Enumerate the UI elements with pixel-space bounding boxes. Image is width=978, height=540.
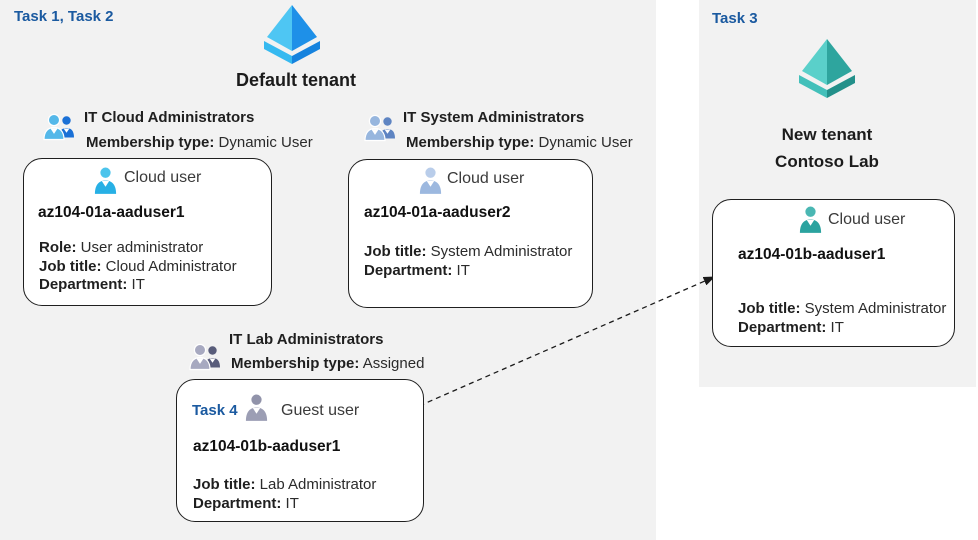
username: az104-01b-aaduser1 [738,246,886,263]
membership-type-value: Dynamic User [538,134,633,151]
attribute-value: System Administrator [804,300,947,317]
group-people-icon [42,111,76,142]
user-attributes: Job title: System Administrator Departme… [738,300,946,337]
membership-type-label: Membership type: [231,355,360,372]
user-attributes: Job title: Lab Administrator Department:… [193,476,376,513]
attribute-row: Department: IT [39,276,237,295]
user-attributes: Job title: System Administrator Departme… [364,243,572,280]
group-title-cloud-admins: IT Cloud Administrators [84,109,255,126]
default-tenant-name: Default tenant [235,70,356,90]
group-people-icon [363,112,397,143]
group-people-icon [188,341,222,372]
user-type-label: Cloud user [828,211,906,228]
attribute-row: Department: IT [193,495,376,514]
new-tenant-user-card: Cloud user az104-01b-aaduser1 Job title:… [712,199,955,347]
attribute-row: Department: IT [738,319,946,338]
membership-type-value: Assigned [362,355,425,372]
user-type-label: Cloud user [447,170,525,187]
attribute-value: Cloud Administrator [105,257,237,275]
group-title-lab-admins: IT Lab Administrators [229,331,384,348]
attribute-label: Role: [39,239,77,256]
username: az104-01b-aaduser1 [193,438,341,455]
attribute-label: Department: [364,261,453,279]
user-type-label: Cloud user [124,169,202,186]
attribute-label: Job title: [738,300,801,317]
group-membership-cloud-admins: Membership type: Dynamic User [86,134,313,151]
cloud-user-icon [92,166,119,195]
guest-user-icon [243,393,270,422]
membership-type-label: Membership type: [406,134,535,151]
attribute-label: Department: [738,318,827,336]
user-card-aaduser1: Cloud user az104-01a-aaduser1 Role: User… [23,158,272,306]
task-4-label: Task 4 [192,402,238,419]
attribute-label: Job title: [39,257,102,275]
attribute-row: Job title: System Administrator [738,300,946,319]
attribute-value: Lab Administrator [259,476,377,493]
user-attributes: Role: User administrator Job title: Clou… [39,239,237,295]
new-tenant-name-line2: Contoso Lab [775,152,879,171]
username: az104-01a-aaduser1 [38,204,185,221]
default-tenant-icon [259,4,325,66]
attribute-row: Job title: Cloud Administrator [39,258,237,277]
cloud-user-icon [797,205,824,234]
membership-type-label: Membership type: [86,134,215,151]
task-3-label: Task 3 [712,10,758,27]
cloud-user-icon [417,166,444,195]
new-tenant-name-line1: New tenant [781,125,873,144]
user-type-label: Guest user [281,402,360,419]
attribute-label: Job title: [193,476,256,493]
membership-type-value: Dynamic User [218,134,313,151]
group-membership-lab-admins: Membership type: Assigned [231,355,424,372]
task-1-2-label: Task 1, Task 2 [14,8,114,25]
username: az104-01a-aaduser2 [364,204,511,221]
attribute-row: Job title: System Administrator [364,243,572,262]
attribute-value: IT [285,494,299,512]
attribute-value: IT [830,318,844,336]
group-membership-system-admins: Membership type: Dynamic User [406,134,633,151]
attribute-value: IT [131,276,145,293]
attribute-label: Department: [39,276,128,293]
group-title-system-admins: IT System Administrators [403,109,585,126]
attribute-label: Department: [193,494,282,512]
attribute-label: Job title: [364,243,427,260]
attribute-row: Department: IT [364,262,572,281]
attribute-row: Role: User administrator [39,239,237,258]
attribute-value: IT [456,261,470,279]
new-tenant-icon [795,38,859,100]
attribute-value: System Administrator [430,243,573,260]
attribute-value: User administrator [80,239,204,256]
user-card-aaduser2: Cloud user az104-01a-aaduser2 Job title:… [348,159,593,308]
guest-user-card: Task 4 Guest user az104-01b-aaduser1 Job… [176,379,424,522]
attribute-row: Job title: Lab Administrator [193,476,376,495]
